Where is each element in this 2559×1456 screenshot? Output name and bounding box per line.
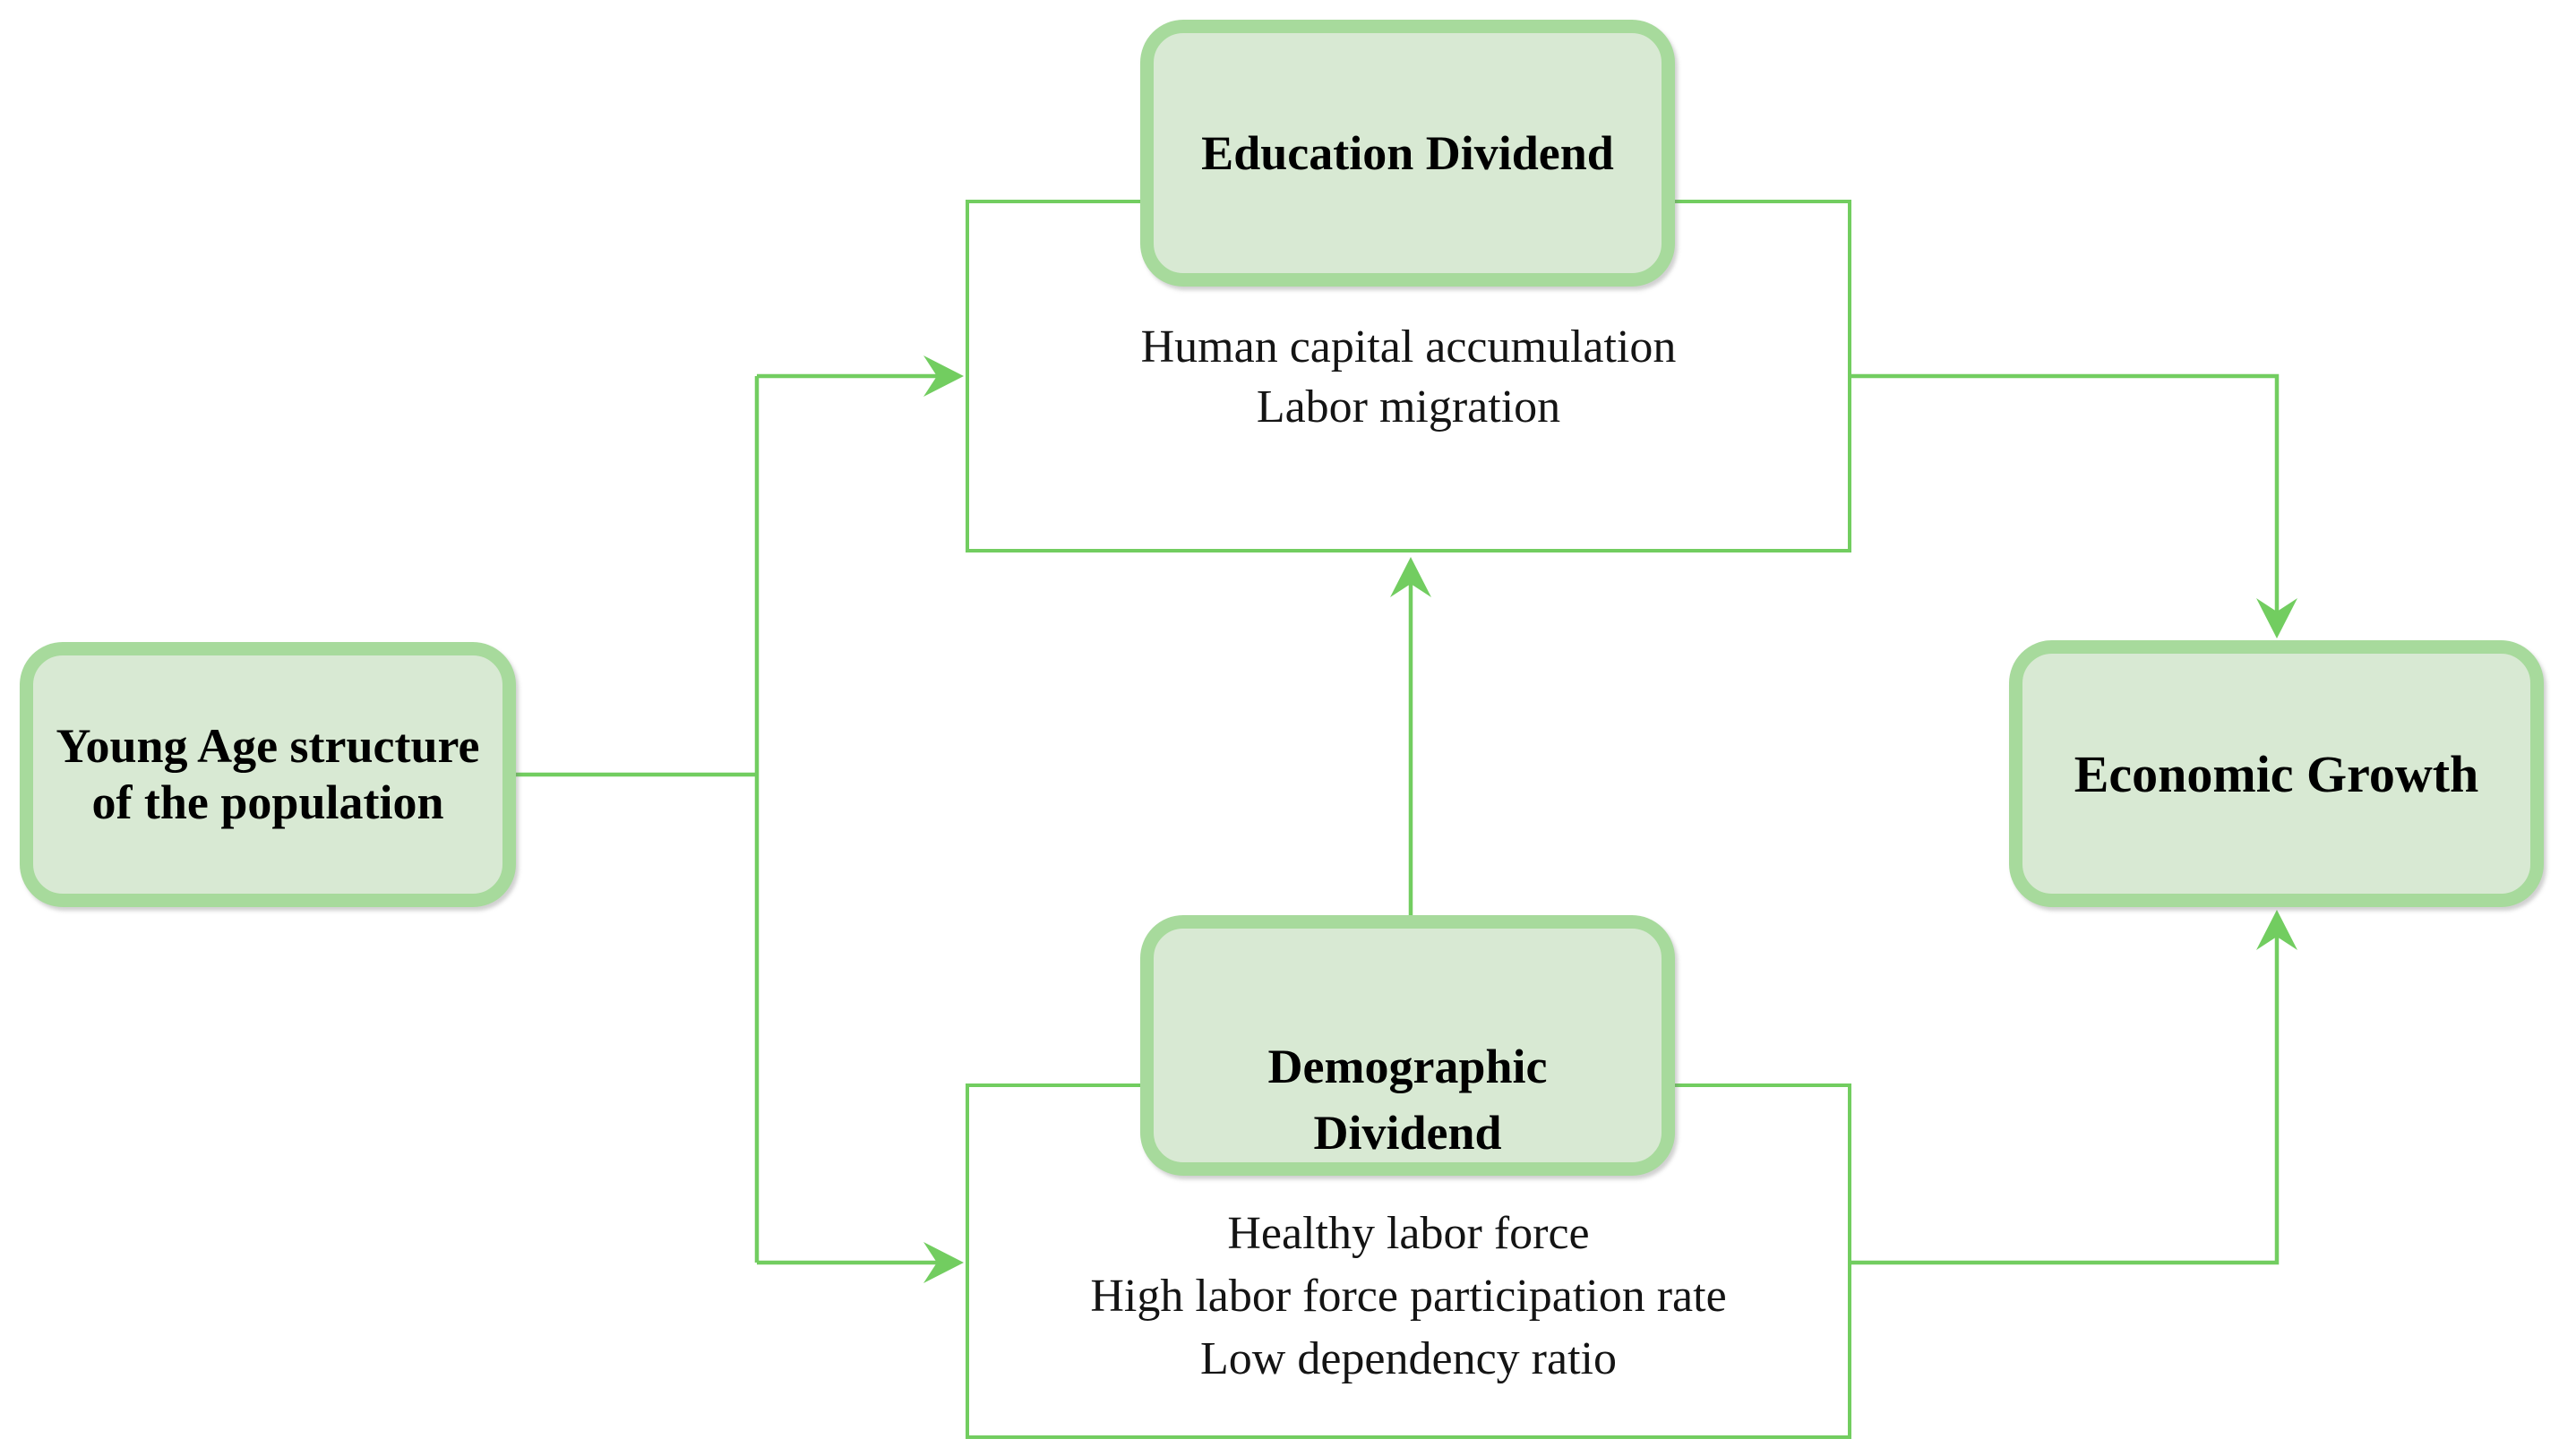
demographic-detail-text: Healthy labor force High labor force par… xyxy=(966,1203,1851,1391)
arrow-up-economic-icon xyxy=(2256,910,2297,950)
node-education-dividend: Education Dividend xyxy=(1140,20,1675,287)
connector-education-to-economic xyxy=(1851,373,2280,612)
node-young-age-label: Young Age structure of the population xyxy=(56,719,480,829)
demographic-detail-line: Healthy labor force xyxy=(1227,1208,1590,1259)
education-detail-line: Human capital accumulation xyxy=(1140,321,1677,373)
education-detail-line: Labor migration xyxy=(1256,381,1561,433)
demographic-detail-line: Low dependency ratio xyxy=(1200,1333,1617,1384)
education-detail-text: Human capital accumulation Labor migrati… xyxy=(966,317,1851,437)
node-economic-label: Economic Growth xyxy=(2074,744,2479,803)
demographic-detail-line: High labor force participation rate xyxy=(1090,1271,1727,1322)
node-demographic-dividend: Demographic Dividend xyxy=(1140,915,1675,1176)
node-demographic-label: Demographic Dividend xyxy=(1267,1039,1548,1160)
node-education-label: Education Dividend xyxy=(1201,126,1614,180)
node-economic-growth: Economic Growth xyxy=(2009,640,2544,907)
connector-demographic-to-economic xyxy=(1851,937,2280,1265)
arrow-up-education-icon xyxy=(1390,557,1431,597)
arrow-right-education-icon xyxy=(923,355,964,397)
node-young-age-structure: Young Age structure of the population xyxy=(20,642,516,907)
arrow-right-demographic-icon xyxy=(923,1242,964,1283)
arrow-down-economic-icon xyxy=(2256,598,2297,638)
